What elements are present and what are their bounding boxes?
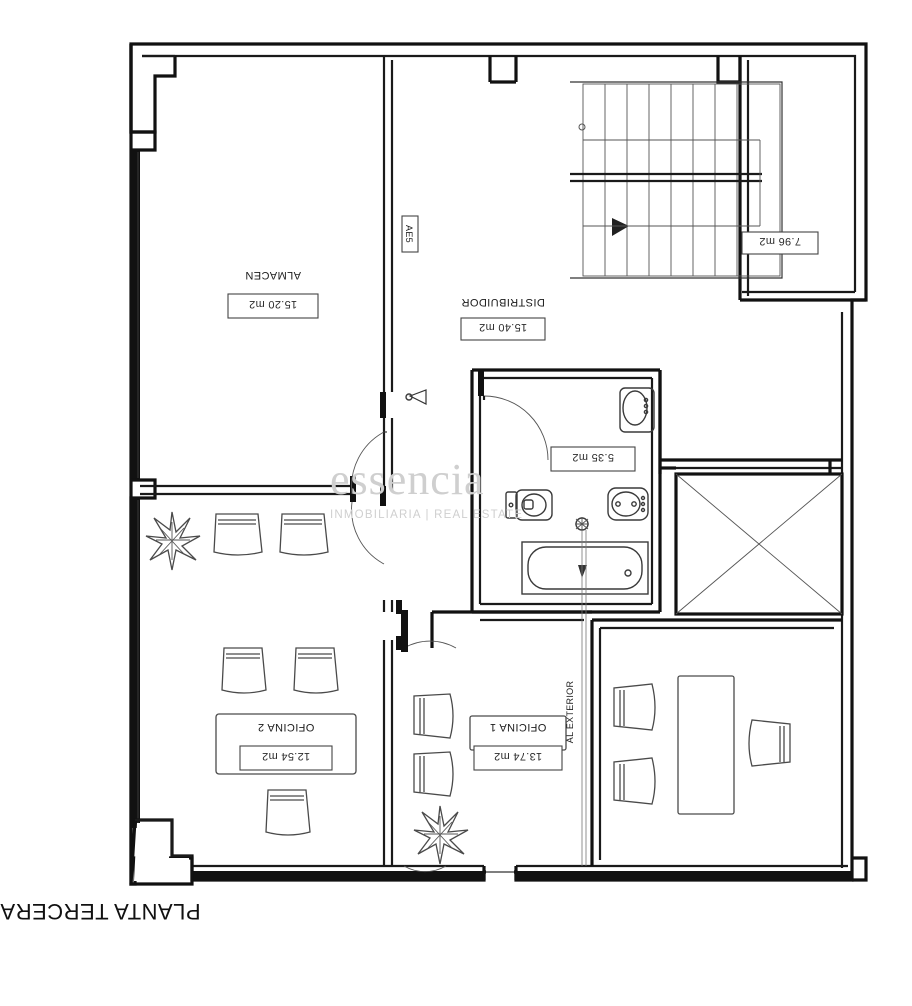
ae5-text: AE5 xyxy=(404,225,414,243)
almacen-name: ALMACEN xyxy=(245,269,301,281)
chair-icon xyxy=(213,513,263,556)
partition-below-lightwell xyxy=(590,618,842,866)
shower-head-icon xyxy=(575,517,589,531)
washbasin-icon xyxy=(619,387,655,433)
chair-icon xyxy=(613,683,656,731)
almacen-area: 15.20 m2 xyxy=(249,298,297,310)
label-ae5: AE5 xyxy=(401,215,419,253)
partition-almacen-distribuidor xyxy=(382,56,394,866)
bottom-exterior-wall xyxy=(192,864,852,879)
bottom-right-step xyxy=(852,856,868,882)
partition-above-lightwell xyxy=(658,370,842,474)
bathtub-icon xyxy=(521,541,649,595)
plant-icon-upper xyxy=(145,511,201,571)
al-exterior-text: AL EXTERIOR xyxy=(565,681,575,744)
top-right-notch xyxy=(716,56,742,84)
distribuidor-name: DISTRIBUIDOR xyxy=(461,296,545,308)
furniture-oficina2 xyxy=(145,511,357,836)
oficina1-name: OFICINA 1 xyxy=(490,721,547,733)
label-al-exterior: AL EXTERIOR xyxy=(565,681,575,744)
furniture-right-room xyxy=(613,675,791,815)
label-escalera: 7.96 m2 xyxy=(741,231,819,255)
partition-office-top xyxy=(140,480,354,500)
chair-icon xyxy=(413,693,454,739)
chair-icon xyxy=(265,789,311,836)
oficina2-area: 12.54 m2 xyxy=(262,750,310,762)
partition-distribuidor-escalera xyxy=(738,56,866,302)
label-distribuidor: 15.40 m2 DISTRIBUIDOR xyxy=(460,296,546,341)
toilet-icon xyxy=(505,489,553,521)
staircase xyxy=(570,81,783,279)
bottom-left-notch xyxy=(129,818,194,886)
chair-icon xyxy=(413,751,454,797)
chair-icon xyxy=(613,757,656,805)
misc-details xyxy=(405,389,518,880)
door-jambs-corridor xyxy=(380,392,402,650)
chair-icon xyxy=(748,719,791,767)
light-well xyxy=(660,466,844,616)
label-almacen: 15.20 m2 ALMACEN xyxy=(227,269,319,319)
valve-icon xyxy=(405,389,427,405)
label-oficina1: 13.74 m2 OFICINA 1 xyxy=(473,721,563,771)
bathroom-fixtures xyxy=(505,387,655,866)
partition-bano-oficina1 xyxy=(430,610,592,648)
top-left-notch xyxy=(129,44,177,134)
oficina1-area: 13.74 m2 xyxy=(494,750,542,762)
oficina2-name: OFICINA 2 xyxy=(258,721,315,733)
partition-top-distribuidor xyxy=(488,56,518,84)
plan-title: PLANTA TERCERA xyxy=(0,899,201,924)
label-bano: 5.35 m2 xyxy=(550,446,636,472)
door-swings xyxy=(351,395,549,873)
escalera-area: 7.96 m2 xyxy=(759,235,801,247)
plant-icon-lower xyxy=(413,805,469,865)
bidet-icon xyxy=(607,487,649,521)
chair-icon xyxy=(221,647,267,694)
distribuidor-area: 15.40 m2 xyxy=(479,321,527,333)
door-jamb-left-office xyxy=(350,476,356,502)
partition-distribuidor-bano xyxy=(470,368,662,614)
bano-area: 5.35 m2 xyxy=(572,451,614,463)
label-oficina2: 12.54 m2 OFICINA 2 xyxy=(239,721,333,771)
chair-icon xyxy=(293,647,339,694)
left-exterior-wall xyxy=(129,44,157,884)
chair-icon xyxy=(279,513,329,556)
furniture-oficina1 xyxy=(413,693,567,865)
